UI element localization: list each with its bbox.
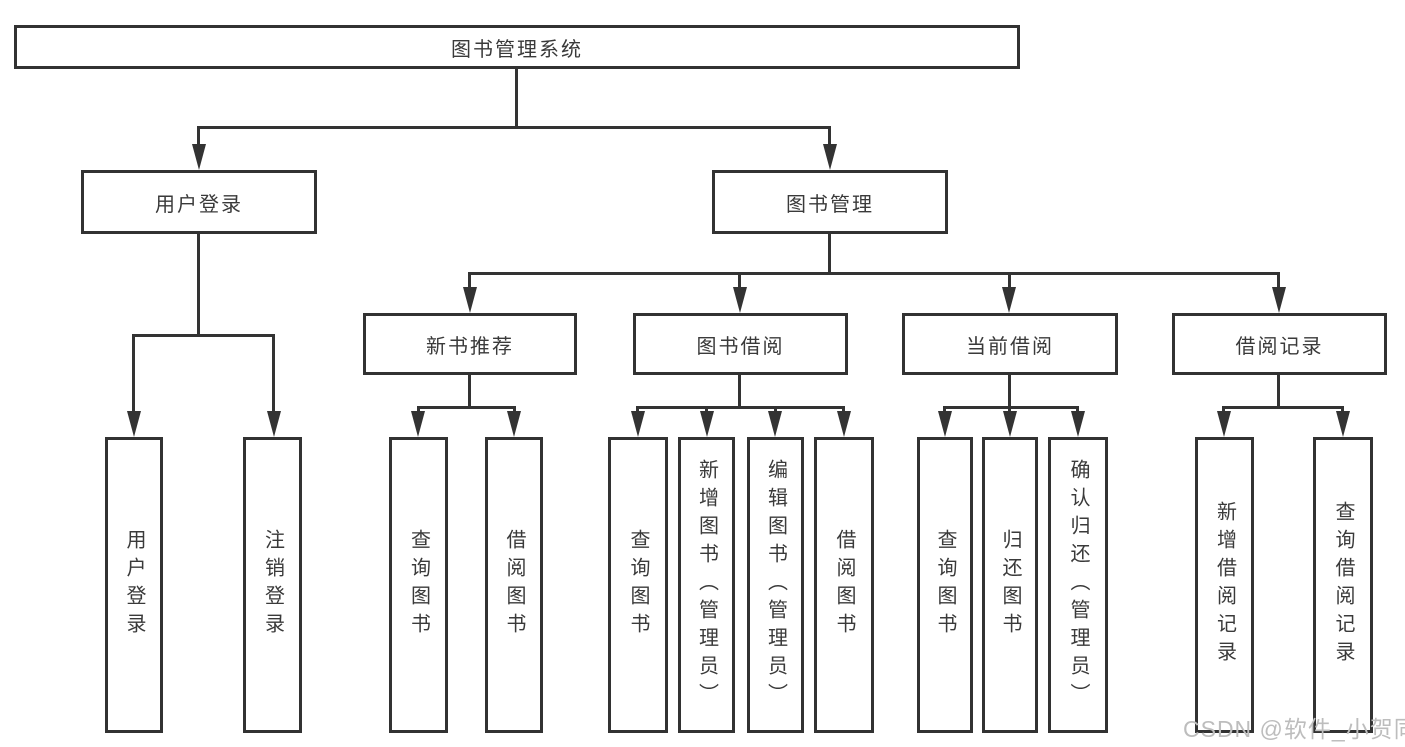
node-current-borrow: 当前借阅 xyxy=(902,313,1118,375)
arrowhead-rec-query xyxy=(411,411,425,437)
leaf-recommend-borrow-books-label: 借阅图书 xyxy=(503,529,525,641)
arrowhead-user-login xyxy=(192,144,206,170)
leaf-add-borrow-record: 新增借阅记录 xyxy=(1195,437,1254,733)
connector-book-mgmt-stub xyxy=(828,234,831,275)
node-borrow-records: 借阅记录 xyxy=(1172,313,1387,375)
node-new-book-recommend: 新书推荐 xyxy=(363,313,577,375)
arrowhead-br-add xyxy=(1217,411,1231,437)
connector-arrow-cb-confirm-line xyxy=(1076,406,1079,414)
leaf-recommend-query-books-label: 查询图书 xyxy=(407,529,430,641)
connector-arrow-leaf-user-login-line xyxy=(132,334,135,414)
connector-arrow-rec-query-line xyxy=(417,406,420,414)
leaf-query-borrow-record-label: 查询借阅记录 xyxy=(1332,501,1354,669)
arrowhead-cb-return xyxy=(1003,411,1017,437)
connector-borrow-records-branch xyxy=(1222,406,1344,409)
leaf-add-borrow-record-label: 新增借阅记录 xyxy=(1213,501,1236,669)
connector-arrow-br-query-line xyxy=(1341,406,1344,414)
leaf-logout: 注销登录 xyxy=(243,437,302,733)
leaf-current-query-books-label: 查询图书 xyxy=(934,529,956,641)
connector-current-borrow-stub xyxy=(1008,375,1011,409)
connector-arrow-borrow-records-line xyxy=(1277,272,1280,290)
node-root: 图书管理系统 xyxy=(14,25,1020,69)
connector-arrow-book-borrow-line xyxy=(738,272,741,290)
connector-user-login-stub xyxy=(197,234,200,337)
leaf-borrow-book: 借阅图书 xyxy=(814,437,874,733)
connector-current-borrow-branch xyxy=(943,406,1079,409)
arrowhead-br-query xyxy=(1336,411,1350,437)
arrowhead-cb-query xyxy=(938,411,952,437)
arrowhead-borrow-records xyxy=(1272,287,1286,313)
connector-recommend-stub xyxy=(468,375,471,409)
node-user-login-branch: 用户登录 xyxy=(81,170,317,234)
connector-arrow-bb-borrow-line xyxy=(842,406,845,414)
connector-book-borrow-branch xyxy=(636,406,845,409)
leaf-edit-book-admin-label: 编辑图书（管理员） xyxy=(764,459,787,711)
connector-arrow-cb-return-line xyxy=(1008,406,1011,414)
leaf-return-book-label: 归还图书 xyxy=(999,529,1021,641)
arrowhead-book-borrow xyxy=(733,287,747,313)
arrowhead-book-mgmt xyxy=(823,144,837,170)
leaf-query-borrow-record: 查询借阅记录 xyxy=(1313,437,1373,733)
leaf-confirm-return-admin-label: 确认归还（管理员） xyxy=(1067,459,1089,711)
connector-arrow-bb-add-line xyxy=(705,406,708,414)
leaf-edit-book-admin: 编辑图书（管理员） xyxy=(747,437,804,733)
connector-arrow-book-mgmt-line xyxy=(828,126,831,146)
arrowhead-bb-edit xyxy=(768,411,782,437)
arrowhead-rec-borrow xyxy=(507,411,521,437)
connector-arrow-cb-query-line xyxy=(943,406,946,414)
leaf-user-login-label: 用户登录 xyxy=(123,529,145,641)
connector-arrow-rec-borrow-line xyxy=(513,406,516,414)
arrowhead-leaf-user-login xyxy=(127,411,141,437)
leaf-return-book: 归还图书 xyxy=(982,437,1038,733)
connector-book-borrow-stub xyxy=(738,375,741,409)
connector-user-login-branch xyxy=(132,334,275,337)
connector-arrow-bb-edit-line xyxy=(774,406,777,414)
leaf-confirm-return-admin: 确认归还（管理员） xyxy=(1048,437,1108,733)
connector-level3-branch xyxy=(468,272,1280,275)
arrowhead-leaf-logout xyxy=(267,411,281,437)
arrowhead-bb-query xyxy=(631,411,645,437)
connector-arrow-br-add-line xyxy=(1222,406,1225,414)
arrowhead-bb-borrow xyxy=(837,411,851,437)
leaf-logout-label: 注销登录 xyxy=(261,529,284,641)
arrowhead-bb-add xyxy=(700,411,714,437)
arrowhead-current-borrow xyxy=(1002,287,1016,313)
leaf-borrow-query-books: 查询图书 xyxy=(608,437,668,733)
connector-arrow-recommend-line xyxy=(468,272,471,290)
leaf-borrow-book-label: 借阅图书 xyxy=(833,529,855,641)
leaf-borrow-query-books-label: 查询图书 xyxy=(627,529,649,641)
connector-root-stub xyxy=(515,69,518,129)
arrowhead-recommend xyxy=(463,287,477,313)
connector-arrow-user-login-line xyxy=(197,126,200,146)
connector-level2-branch xyxy=(197,126,831,129)
arrowhead-cb-confirm xyxy=(1071,411,1085,437)
leaf-add-book-admin-label: 新增图书（管理员） xyxy=(695,459,718,711)
connector-recommend-branch xyxy=(417,406,516,409)
connector-arrow-bb-query-line xyxy=(636,406,639,414)
node-book-management: 图书管理 xyxy=(712,170,948,234)
leaf-user-login: 用户登录 xyxy=(105,437,163,733)
connector-arrow-leaf-logout-line xyxy=(272,334,275,414)
leaf-recommend-query-books: 查询图书 xyxy=(389,437,448,733)
connector-borrow-records-stub xyxy=(1277,375,1280,409)
leaf-current-query-books: 查询图书 xyxy=(917,437,973,733)
node-book-borrow: 图书借阅 xyxy=(633,313,848,375)
leaf-recommend-borrow-books: 借阅图书 xyxy=(485,437,543,733)
connector-arrow-current-borrow-line xyxy=(1008,272,1011,290)
leaf-add-book-admin: 新增图书（管理员） xyxy=(678,437,735,733)
watermark-text: CSDN @软件_小贺同学 xyxy=(1183,716,1405,742)
